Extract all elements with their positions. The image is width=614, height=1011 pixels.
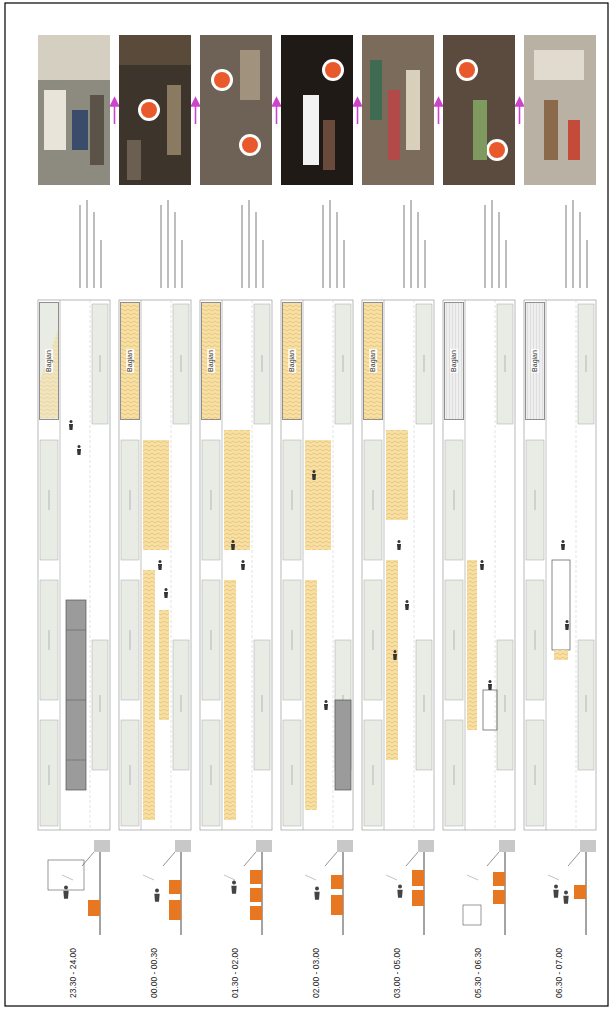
area-box: Bagian	[444, 302, 464, 420]
area-label: Bagian	[531, 349, 539, 373]
time-label: 00.00 - 00.30	[150, 948, 159, 998]
time-label: 01.30 - 02.00	[231, 948, 240, 998]
area-box: Bagian	[525, 302, 545, 420]
area-label: Bagian	[288, 349, 296, 373]
time-label: 06.30 - 07.00	[555, 948, 564, 998]
time-label: 23.30 - 24.00	[69, 948, 78, 998]
time-label: 02.00 - 03.00	[312, 948, 321, 998]
area-label: Bagian	[207, 349, 215, 373]
area-box: Bagian	[201, 302, 221, 420]
area-box: Bagian	[363, 302, 383, 420]
area-box: Bagian	[282, 302, 302, 420]
area-box: Bagian	[120, 302, 140, 420]
time-label: 05.30 - 06.30	[474, 948, 483, 998]
area-box: Bagian	[39, 302, 59, 420]
area-label: Bagian	[450, 349, 458, 373]
area-label: Bagian	[45, 349, 53, 373]
time-label: 03.00 - 05.00	[393, 948, 402, 998]
area-label: Bagian	[126, 349, 134, 373]
area-label: Bagian	[369, 349, 377, 373]
